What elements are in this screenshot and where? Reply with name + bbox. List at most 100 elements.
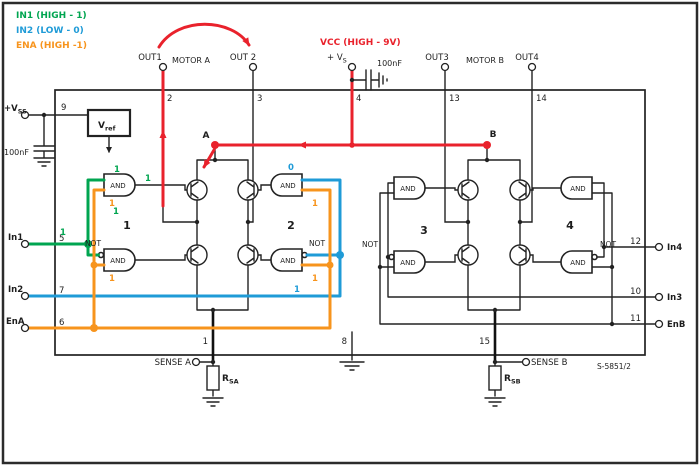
out3-label: OUT3 (425, 53, 449, 63)
rsb-label: RSB (504, 374, 521, 386)
pin-number-6: 6 (59, 318, 64, 328)
logic-gates (97, 173, 598, 274)
wire-blue-in2 (27, 178, 344, 298)
pin-number-1: 1 (203, 337, 208, 347)
pin-number-4: 4 (356, 94, 361, 104)
out2-label: OUT 2 (230, 53, 256, 63)
out1-label: OUT1 (138, 53, 162, 63)
bridge-1-number: 1 (123, 219, 131, 232)
state-in1-pin: 1 (60, 228, 66, 238)
and-label-3-bottom: AND (400, 259, 415, 267)
bridge-3-number: 3 (420, 224, 428, 237)
node-a-dot (211, 141, 219, 149)
state-in1-out: 1 (145, 174, 151, 184)
out3-terminal (440, 62, 450, 72)
ic-outline (54, 89, 646, 356)
not-label-3: NOT (362, 240, 379, 249)
terminals (20, 62, 664, 367)
resistor-rsb (488, 365, 502, 391)
and-gate-4-top (560, 176, 593, 200)
transistor-q4-high (509, 179, 531, 201)
pin-number-3: 3 (257, 94, 262, 104)
and-gate-2-top (270, 173, 303, 197)
not-label-1: NOT (85, 239, 102, 248)
state-ena-b-top: 1 (312, 199, 318, 209)
not-bubble-4 (591, 253, 598, 261)
transistors (186, 179, 531, 266)
not-label-4: NOT (600, 240, 617, 249)
state-in1-top: 1 (114, 165, 120, 175)
transistor-q2-low (237, 244, 259, 266)
pin-number-14: 14 (536, 94, 547, 104)
motor-a-label: MOTOR A (172, 56, 210, 65)
legend-in1: IN1 (HIGH - 1) (16, 11, 87, 21)
node-a-label: A (203, 131, 210, 141)
bridge-2-number: 2 (287, 219, 295, 232)
node-b-dot (483, 141, 491, 149)
state-ena-a-top: 1 (109, 199, 115, 209)
vss-terminal (20, 110, 30, 120)
cap-left-label: 100nF (4, 148, 29, 157)
vs-terminal (347, 62, 357, 72)
enb-label: EnB (667, 320, 685, 330)
sense-a-terminal (191, 357, 201, 367)
and-label-1-bottom: AND (110, 257, 125, 265)
sense-b-label: SENSE B (531, 358, 568, 368)
and-label-1-top: AND (110, 182, 125, 190)
legend-ena: ENA (HIGH -1) (16, 41, 87, 51)
in3-label: In3 (667, 293, 682, 303)
node-b-label: B (490, 130, 497, 140)
in3-terminal (654, 292, 664, 302)
out1-terminal (158, 62, 168, 72)
out4-terminal (527, 62, 537, 72)
pin-number-13: 13 (449, 94, 460, 104)
transistor-q1-high (186, 179, 208, 201)
state-ena-b-bot: 1 (312, 274, 318, 284)
bridge-4-number: 4 (566, 219, 574, 232)
and-gate-3-bottom (393, 250, 426, 274)
ena-label: EnA (6, 317, 25, 327)
pin-number-8: 8 (342, 337, 347, 347)
motor-current-arrow (157, 22, 251, 49)
legend-in2: IN2 (LOW - 0) (16, 26, 84, 36)
pin-number-7: 7 (59, 286, 64, 296)
in2-terminal (20, 291, 30, 301)
wire-red-vcc-path (157, 22, 491, 208)
state-in1-not: 1 (113, 207, 119, 217)
transistor-q2-high (237, 179, 259, 201)
and-gate-1-bottom (103, 248, 136, 272)
and-label-4-top: AND (570, 185, 585, 193)
pin-number-5: 5 (59, 234, 64, 244)
in4-terminal (654, 242, 664, 252)
transistor-q3-low (457, 244, 479, 266)
ena-terminal (20, 323, 30, 333)
pin-number-2: 2 (167, 94, 172, 104)
and-gate-2-bottom (270, 248, 303, 272)
pin-number-11: 11 (630, 314, 641, 324)
enb-terminal (654, 319, 664, 329)
vs-label: + VS (327, 53, 347, 65)
and-gate-4-bottom (560, 250, 593, 274)
wire-orange-ena (27, 188, 334, 332)
and-label-2-bottom: AND (280, 257, 295, 265)
rsa-label: RSA (222, 374, 239, 386)
motor-b-label: MOTOR B (466, 56, 504, 65)
in1-label: In1 (8, 233, 23, 243)
resistor-rsa (206, 365, 220, 391)
pin-number-10: 10 (630, 287, 641, 297)
and-gate-3-top (393, 176, 426, 200)
vref-label: Vref (98, 121, 116, 133)
pin-number-12: 12 (630, 237, 641, 247)
legend-vcc: VCC (HIGH - 9V) (320, 38, 401, 48)
pin-number-15: 15 (479, 337, 490, 347)
in4-label: In4 (667, 243, 682, 253)
in1-terminal (20, 239, 30, 249)
in2-label: In2 (8, 285, 23, 295)
not-label-2: NOT (309, 239, 326, 248)
vss-label: +VSS (4, 104, 27, 116)
vref-box (86, 108, 132, 138)
state-in2-top: 0 (288, 163, 294, 173)
